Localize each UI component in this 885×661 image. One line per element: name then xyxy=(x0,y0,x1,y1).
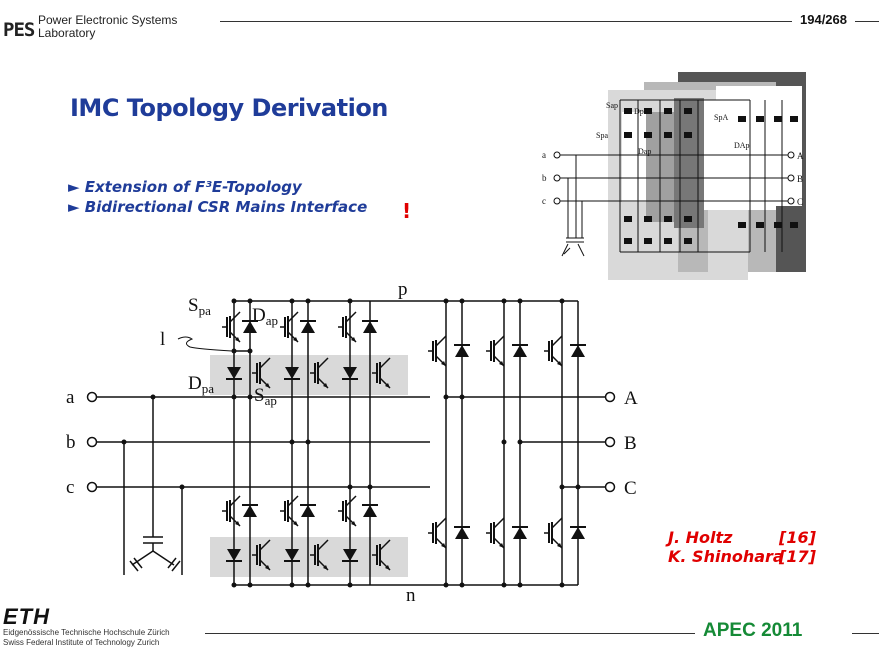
inset-label-dpa: Dpa xyxy=(634,107,648,116)
terminal-C xyxy=(604,481,616,493)
header-rule xyxy=(220,21,792,22)
eth-name: Eidgenössische Technische Hochschule Zür… xyxy=(3,628,170,648)
reference-2: K. Shinohara [17] xyxy=(668,547,816,566)
page-number: 194/268 xyxy=(800,12,847,27)
inset-input-c: c xyxy=(542,196,546,206)
eth-logo: ETH xyxy=(3,604,50,629)
label-dpa: Dpa xyxy=(188,373,214,396)
bullet-1: ► Extension of F³E-Topology xyxy=(68,178,302,196)
label-dap: Dap xyxy=(252,305,278,328)
terminal-B xyxy=(604,436,616,448)
reference-1-num: [16] xyxy=(779,528,816,547)
terminal-A xyxy=(604,391,616,403)
eth-name-line1: Eidgenössische Technische Hochschule Zür… xyxy=(3,628,170,637)
inset-label-spA: SpA xyxy=(714,113,728,122)
footer-rule xyxy=(205,633,695,634)
inset-output-A: A xyxy=(797,151,804,161)
pes-logo: PES xyxy=(3,19,35,41)
main-circuit-diagram: a b c A B C p n l Spa Dap Dpa Sap xyxy=(66,279,638,605)
rail-label-n: n xyxy=(406,585,416,605)
input-label-c: c xyxy=(66,477,74,498)
apec-logo: APEC 2011 xyxy=(703,620,803,641)
inset-label-sap: Sap xyxy=(606,101,618,110)
output-label-B: B xyxy=(624,433,637,454)
lab-name: Power Electronic Systems Laboratory xyxy=(38,14,177,40)
reference-1-author: J. Holtz xyxy=(668,528,733,547)
reference-2-num: [17] xyxy=(779,547,816,566)
output-label-A: A xyxy=(624,388,638,409)
terminal-b xyxy=(86,436,98,448)
rail-label-p: p xyxy=(398,279,408,300)
label-spa: Spa xyxy=(188,295,211,318)
inset-circuit-diagram: a b c A B C Sap Dpa Spa Dap SpA DAp xyxy=(542,72,806,280)
footer-rule-right xyxy=(852,633,879,634)
exclamation-mark: ! xyxy=(402,199,412,223)
shade-upper xyxy=(210,355,408,395)
inset-label-dap: Dap xyxy=(638,147,651,156)
eth-name-line2: Swiss Federal Institute of Technology Zu… xyxy=(3,638,160,647)
input-label-b: b xyxy=(66,432,76,453)
bullet-2: ► Bidirectional CSR Mains Interface xyxy=(68,198,368,216)
output-label-C: C xyxy=(624,478,637,499)
lab-name-line1: Power Electronic Systems xyxy=(38,13,178,27)
header-rule-right xyxy=(855,21,879,22)
input-label-a: a xyxy=(66,387,75,408)
lab-name-line2: Laboratory xyxy=(38,26,96,40)
reference-1: J. Holtz [16] xyxy=(668,528,816,547)
inset-label-spa: Spa xyxy=(596,131,608,140)
inset-input-a: a xyxy=(542,150,546,160)
label-sap: Sap xyxy=(254,385,277,408)
slide-title: IMC Topology Derivation xyxy=(70,94,388,122)
shade-lower xyxy=(210,537,408,577)
reference-2-author: K. Shinohara xyxy=(668,547,784,566)
terminal-c xyxy=(86,481,98,493)
inset-input-b: b xyxy=(542,173,547,183)
inductor-label-l: l xyxy=(160,329,165,350)
inset-output-B: B xyxy=(797,174,803,184)
terminal-a xyxy=(86,391,98,403)
inset-label-dAp: DAp xyxy=(734,141,750,150)
inset-output-C: C xyxy=(797,197,803,207)
